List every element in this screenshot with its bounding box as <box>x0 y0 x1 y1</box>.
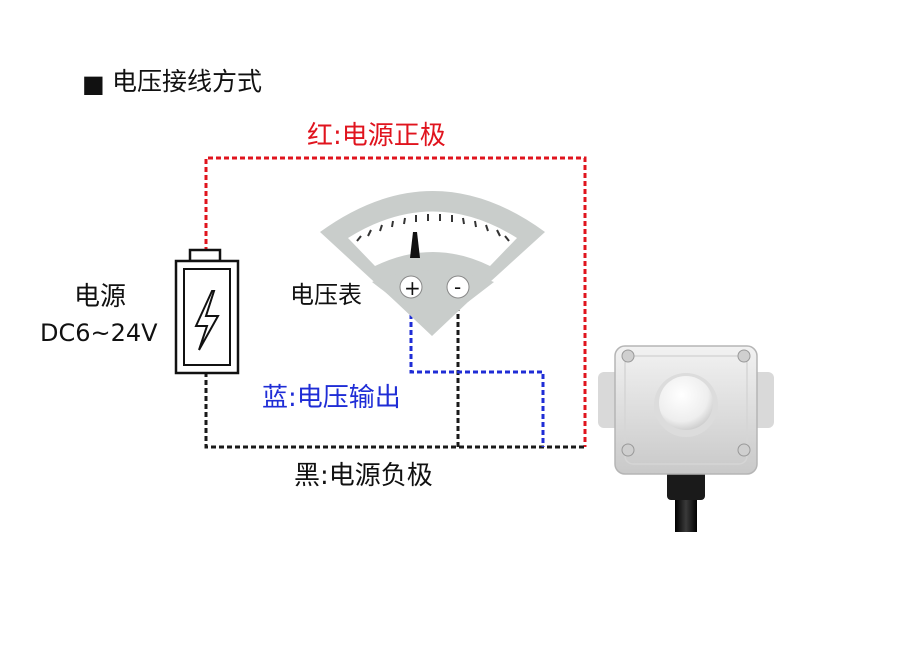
battery-icon <box>174 248 240 375</box>
blue-wire-label: 蓝:电压输出 <box>262 383 401 413</box>
heading-marker: ■ <box>82 70 105 98</box>
red-wire-label: 红:电源正极 <box>307 121 446 151</box>
voltmeter-label: 电压表 <box>290 281 362 309</box>
sensor-device-image <box>598 345 774 532</box>
power-supply-label: 电源 <box>74 282 126 312</box>
voltmeter-minus-terminal: - <box>454 275 461 299</box>
voltmeter-plus-terminal: + <box>404 276 421 300</box>
red-wire <box>204 156 587 447</box>
page-title: 电压接线方式 <box>112 67 262 96</box>
voltmeter-icon <box>320 191 545 336</box>
black-wire-label: 黑:电源负极 <box>294 461 433 491</box>
black-wire <box>204 298 585 449</box>
blue-wire <box>409 298 545 447</box>
power-supply-voltage: DC6~24V <box>40 319 158 347</box>
